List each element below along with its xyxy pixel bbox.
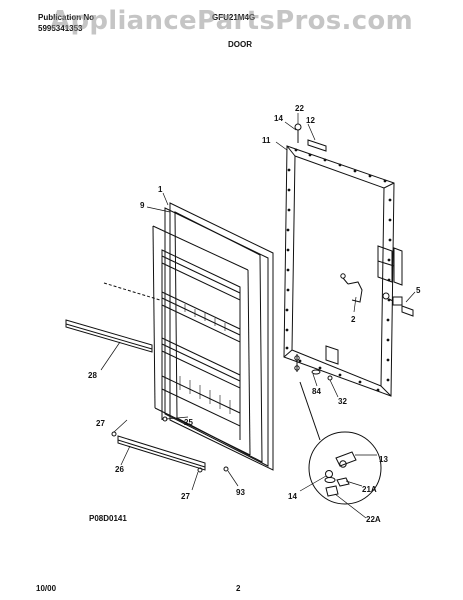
callout-2: 2 xyxy=(351,315,356,324)
callout-12: 12 xyxy=(306,116,315,125)
callout-14: 14 xyxy=(274,114,283,123)
callout-9: 9 xyxy=(140,201,145,210)
shelf-bar xyxy=(65,282,161,353)
publication-label: Publication No xyxy=(38,13,94,22)
inner-door-liner xyxy=(152,202,274,471)
footer-date: 10/00 xyxy=(36,584,57,593)
outer-door-panel xyxy=(283,145,395,397)
callout-27-lower: 27 xyxy=(181,492,190,501)
watermark-logo: AppliancePartsPros.com xyxy=(50,6,413,36)
callout-5: 5 xyxy=(416,286,421,295)
top-hinge-bracket xyxy=(307,139,327,152)
callout-22a: 22A xyxy=(366,515,381,524)
callout-32: 32 xyxy=(338,397,347,406)
bottom-hinge-hardware xyxy=(294,345,339,381)
callout-25: 25 xyxy=(184,418,193,427)
door-handle xyxy=(377,245,403,286)
footer-page-number: 2 xyxy=(236,584,241,593)
callout-14-detail: 14 xyxy=(288,492,297,501)
hinge-bracket xyxy=(340,273,363,303)
leader-lines xyxy=(100,113,416,519)
callout-11: 11 xyxy=(262,136,271,145)
door-shelves xyxy=(161,249,241,440)
section-title: DOOR xyxy=(228,40,252,49)
callout-28: 28 xyxy=(88,371,97,380)
callout-22: 22 xyxy=(295,104,304,113)
callout-26: 26 xyxy=(115,465,124,474)
publication-number: 5995341353 xyxy=(38,24,83,33)
hinge-detail-circle xyxy=(299,381,382,505)
callout-21a: 21A xyxy=(362,485,377,494)
callout-84: 84 xyxy=(312,387,321,396)
callout-1: 1 xyxy=(158,185,163,194)
model-number: GFU21M4G xyxy=(212,13,256,22)
callout-93: 93 xyxy=(236,488,245,497)
top-screw xyxy=(294,123,302,143)
lock-assembly xyxy=(382,292,414,317)
bottom-trim xyxy=(111,416,229,473)
callout-27-upper: 27 xyxy=(96,419,105,428)
figure-code: P08D0141 xyxy=(89,514,127,523)
callout-13: 13 xyxy=(379,455,388,464)
